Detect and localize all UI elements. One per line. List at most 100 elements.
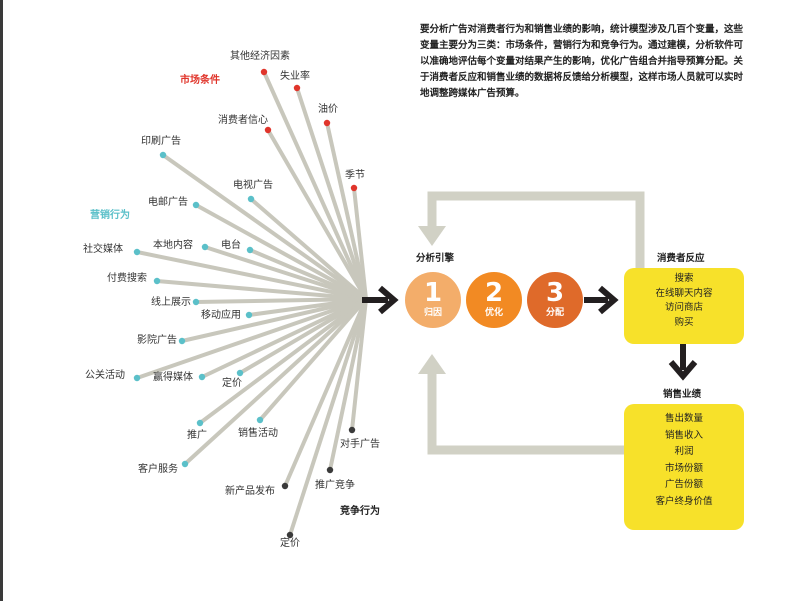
consumer-item: 购买: [674, 316, 694, 328]
factor-label-local-content: 本地内容: [153, 240, 193, 251]
factor-label-print-ads: 印刷广告: [141, 136, 181, 147]
factor-dot: [245, 311, 253, 319]
factor-line: [161, 153, 368, 301]
factor-dot: [260, 68, 268, 76]
factor-label-sales-activities: 销售活动: [238, 428, 278, 439]
factor-dot: [326, 466, 334, 474]
sales-item: 广告份额: [664, 479, 703, 490]
arrow-to-engine: [362, 285, 399, 315]
factor-line: [295, 87, 368, 300]
factor-label-radio: 电台: [221, 240, 241, 251]
factor-dot: [192, 201, 200, 209]
factor-label-earned-media: 赢得媒体: [153, 372, 193, 383]
factor-dot: [192, 298, 200, 306]
engine-step-attribution: 1 归因: [405, 272, 461, 328]
step-number: 2: [484, 278, 504, 308]
factor-dot: [247, 195, 255, 203]
sales-performance-title: 销售业绩: [663, 389, 702, 400]
factor-line: [350, 298, 368, 431]
factor-label-cinema-ads: 影院广告: [137, 335, 177, 346]
group-title-competition: 竞争行为: [340, 506, 380, 517]
consumer-response-box: 搜索 在线聊天内容 访问商店 购买: [624, 268, 744, 344]
consumer-response-title: 消费者反应: [657, 253, 705, 264]
factor-dot: [246, 246, 254, 254]
factor-line: [262, 71, 368, 300]
factor-dot: [256, 416, 264, 424]
feedback-arrowhead-top: [418, 226, 446, 246]
factor-line: [195, 203, 367, 301]
factor-dot: [153, 277, 161, 285]
factor-label-online-display: 线上展示: [151, 297, 191, 308]
factor-line: [249, 197, 368, 301]
factor-label-customer-service: 客户服务: [138, 464, 178, 475]
factor-dot: [159, 151, 167, 159]
factor-line: [195, 297, 367, 304]
sales-item: 销售收入: [664, 429, 703, 441]
factor-dot: [196, 419, 204, 427]
factor-line: [288, 298, 368, 536]
feedback-loop-top: [427, 191, 645, 268]
group-title-marketing: 营销行为: [90, 210, 130, 221]
consumer-item: 在线聊天内容: [655, 287, 713, 299]
engine-title: 分析引擎: [416, 253, 455, 264]
factor-line: [156, 279, 367, 301]
sales-item: 售出数量: [664, 413, 703, 424]
factor-label-season: 季节: [345, 170, 365, 181]
factor-line: [328, 298, 368, 471]
factor-label-social-media: 社交媒体: [83, 244, 123, 255]
factor-dot: [181, 460, 189, 468]
factor-dot: [264, 126, 272, 134]
sales-item: 利润: [674, 446, 694, 457]
feedback-arrowhead-bottom: [418, 354, 446, 374]
factor-line: [183, 297, 368, 466]
factor-line: [204, 245, 367, 301]
step-number: 3: [545, 278, 565, 308]
factor-line: [201, 297, 367, 379]
factor-line: [238, 297, 368, 375]
factor-lines: [136, 71, 368, 536]
factor-dot: [350, 184, 358, 192]
group-title-market: 市场条件: [180, 75, 220, 86]
factor-dots: [133, 68, 358, 539]
factor-dot: [293, 84, 301, 92]
factor-label-unemployment: 失业率: [280, 71, 310, 82]
factor-label-consumer-confidence: 消费者信心: [218, 115, 268, 126]
factor-label-mobile-apps: 移动应用: [201, 310, 241, 321]
factor-dot: [133, 374, 141, 382]
step-label: 优化: [484, 308, 503, 318]
engine-step-allocation: 3 分配: [527, 272, 583, 328]
factor-dot: [178, 337, 186, 345]
sales-performance-box: 售出数量 销售收入 利润 市场份额 广告份额 客户终身价值: [624, 404, 744, 530]
factor-line: [136, 250, 367, 301]
factor-line: [283, 298, 368, 487]
feedback-loop-bottom: [427, 370, 624, 455]
factor-label-pr-activities: 公关活动: [85, 370, 125, 381]
factor-line: [325, 122, 368, 300]
factor-label-promotion: 推广: [187, 430, 207, 441]
factor-label-pricing: 定价: [222, 378, 242, 389]
factor-label-email-ads: 电邮广告: [148, 197, 188, 208]
engine-step-optimization: 2 优化: [466, 272, 522, 328]
factor-label-paid-search: 付费搜索: [107, 273, 147, 284]
factor-label-competitor-ads: 对手广告: [340, 439, 380, 450]
factor-dot: [286, 531, 294, 539]
factor-label-promotion-competition: 推广竞争: [315, 480, 355, 491]
factor-label-competitor-pricing: 定价: [280, 538, 300, 549]
page-edge: [0, 0, 3, 601]
arrow-to-consumer: [584, 285, 619, 315]
factor-dot: [348, 426, 356, 434]
step-number: 1: [423, 278, 443, 308]
arrow-to-sales: [668, 344, 698, 381]
sales-item: 市场份额: [664, 462, 703, 474]
step-label: 分配: [545, 308, 564, 318]
intro-paragraph: 要分析广告对消费者行为和销售业绩的影响，统计模型涉及几百个变量，这些变量主要分为…: [420, 24, 744, 99]
factor-dot: [201, 243, 209, 251]
factor-dot: [323, 119, 331, 127]
factor-dot: [281, 482, 289, 490]
factor-label-oil-price: 油价: [318, 104, 338, 115]
factor-label-new-product-launch: 新产品发布: [225, 486, 275, 497]
step-label: 归因: [423, 308, 442, 318]
factor-dot: [133, 248, 141, 256]
factor-dot: [198, 373, 206, 381]
consumer-item: 搜索: [674, 273, 694, 284]
